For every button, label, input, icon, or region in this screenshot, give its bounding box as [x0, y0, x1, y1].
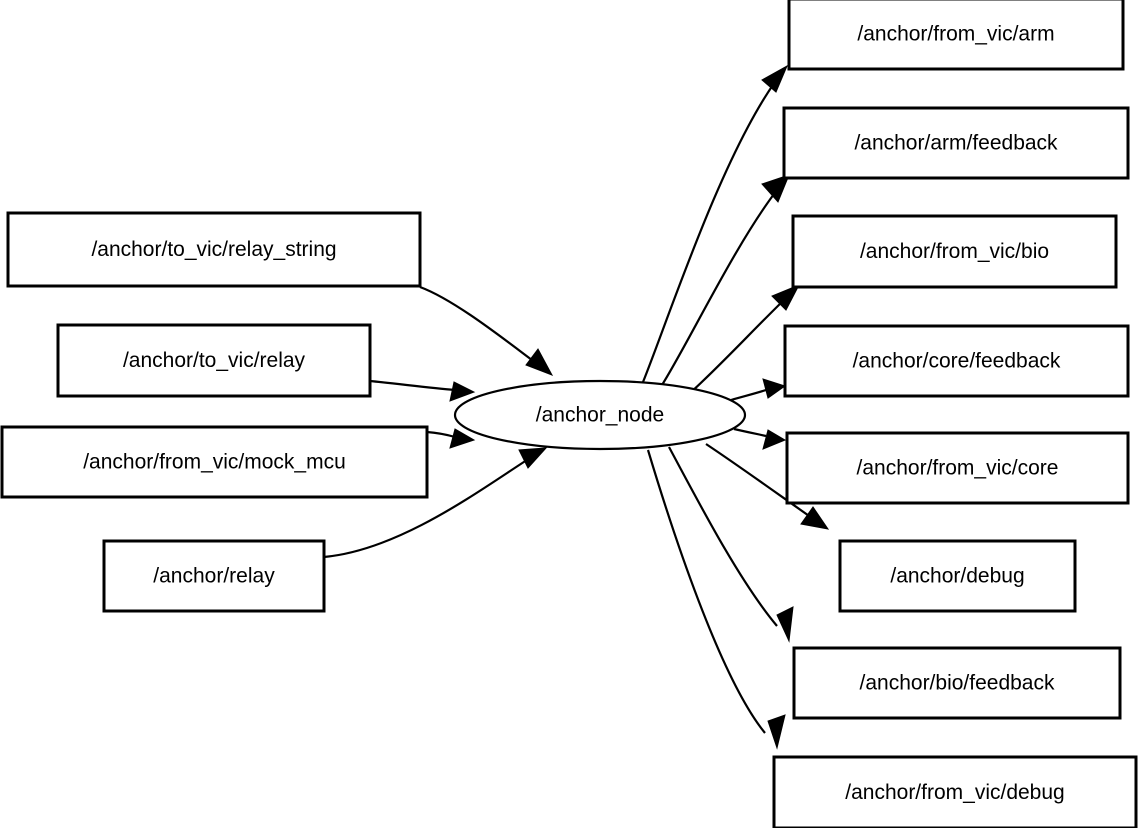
edge-line: [689, 297, 787, 394]
topic-node-anchor-from-vic-debug[interactable]: /anchor/from_vic/debug: [772, 755, 1138, 828]
topic-node-box[interactable]: [783, 324, 1130, 398]
edge-anchor-node-to-anchor-from-vic-debug: [646, 449, 786, 750]
topic-node-box[interactable]: [838, 539, 1077, 613]
edge-anchor-node-to-anchor-bio-feedback: [668, 446, 794, 643]
topic-node-label: /anchor/bio/feedback: [860, 672, 1055, 695]
topic-node-anchor-from-vic-bio[interactable]: /anchor/from_vic/bio: [791, 214, 1118, 289]
topic-node-box[interactable]: [792, 646, 1122, 720]
edge-line: [323, 457, 531, 559]
edge-line: [705, 443, 813, 519]
arrowhead-icon: [761, 174, 790, 203]
edge-anchor-to-vic-relay-string-to-anchor-node: [419, 285, 554, 376]
edge-line: [733, 427, 767, 438]
center-node-ellipse[interactable]: [453, 379, 747, 451]
arrowhead-icon: [800, 506, 830, 530]
topic-node-box[interactable]: [791, 214, 1118, 289]
edge-line: [646, 449, 766, 734]
topic-node-label: /anchor/from_vic/mock_mcu: [83, 451, 346, 474]
topic-node-anchor-bio-feedback[interactable]: /anchor/bio/feedback: [792, 646, 1122, 720]
topic-node-anchor-arm-feedback[interactable]: /anchor/arm/feedback: [782, 106, 1130, 180]
edge-anchor-node-to-anchor-arm-feedback: [661, 174, 790, 386]
arrowhead-icon: [449, 428, 476, 449]
edge-line: [661, 189, 778, 386]
edge-anchor-node-to-anchor-core-feedback: [730, 378, 787, 402]
topic-node-box[interactable]: [6, 211, 422, 288]
arrowhead-icon: [762, 429, 787, 450]
edge-line: [730, 388, 767, 402]
topic-node-box[interactable]: [785, 431, 1130, 505]
topic-node-label: /anchor/from_vic/bio: [860, 240, 1049, 263]
topic-node-box[interactable]: [0, 425, 429, 499]
topic-node-label: /anchor/arm/feedback: [854, 132, 1058, 155]
edge-anchor-to-vic-relay-to-anchor-node: [369, 379, 476, 402]
topic-node-box[interactable]: [56, 323, 372, 398]
topic-node-anchor-core-feedback[interactable]: /anchor/core/feedback: [783, 324, 1130, 398]
topic-node-anchor-relay[interactable]: /anchor/relay: [102, 539, 326, 613]
arrowhead-icon: [767, 714, 786, 750]
edge-line: [668, 446, 778, 627]
edges-layer: [323, 64, 830, 750]
edge-anchor-from-vic-mock-mcu-to-anchor-node: [426, 428, 476, 449]
topic-node-anchor-to-vic-relay-string[interactable]: /anchor/to_vic/relay_string: [6, 211, 422, 288]
arrowhead-icon: [771, 284, 801, 311]
edge-line: [369, 379, 456, 392]
arrowhead-icon: [449, 381, 476, 402]
topic-node-anchor-from-vic-arm[interactable]: /anchor/from_vic/arm: [787, 0, 1125, 71]
topic-node-anchor-to-vic-relay[interactable]: /anchor/to_vic/relay: [56, 323, 372, 398]
topic-node-label: /anchor/from_vic/core: [857, 457, 1059, 480]
topic-node-label: /anchor/from_vic/arm: [857, 23, 1054, 46]
topic-node-label: /anchor/to_vic/relay: [123, 349, 306, 372]
edge-anchor-relay-to-anchor-node: [323, 447, 548, 559]
arrowhead-icon: [776, 606, 794, 643]
arrowhead-icon: [761, 64, 789, 93]
topic-node-box[interactable]: [772, 755, 1138, 828]
topic-node-box[interactable]: [787, 0, 1125, 71]
arrowhead-icon: [518, 447, 548, 469]
arrowhead-icon: [525, 348, 554, 376]
center-node-label: /anchor_node: [536, 404, 664, 427]
arrowhead-icon: [762, 378, 787, 399]
edge-anchor-node-to-anchor-from-vic-core: [733, 427, 787, 450]
topic-node-anchor-from-vic-core[interactable]: /anchor/from_vic/core: [785, 431, 1130, 505]
topic-node-anchor-from-vic-mock-mcu[interactable]: /anchor/from_vic/mock_mcu: [0, 425, 429, 499]
topic-node-anchor-debug[interactable]: /anchor/debug: [838, 539, 1077, 613]
edge-line: [426, 430, 456, 439]
topic-node-box[interactable]: [782, 106, 1130, 180]
edge-anchor-node-to-anchor-debug: [705, 443, 830, 530]
center-node-anchor-node[interactable]: /anchor_node: [453, 379, 747, 451]
topic-node-label: /anchor/from_vic/debug: [845, 781, 1064, 804]
edge-line: [641, 81, 776, 383]
topic-node-label: /anchor/relay: [153, 565, 275, 588]
topic-node-box[interactable]: [102, 539, 326, 613]
topic-node-label: /anchor/core/feedback: [853, 350, 1061, 373]
topic-node-label: /anchor/debug: [890, 565, 1024, 588]
edge-anchor-node-to-anchor-from-vic-bio: [689, 284, 801, 394]
edge-line: [419, 285, 541, 367]
topic-node-label: /anchor/to_vic/relay_string: [91, 238, 336, 261]
edge-anchor-node-to-anchor-from-vic-arm: [641, 64, 789, 383]
